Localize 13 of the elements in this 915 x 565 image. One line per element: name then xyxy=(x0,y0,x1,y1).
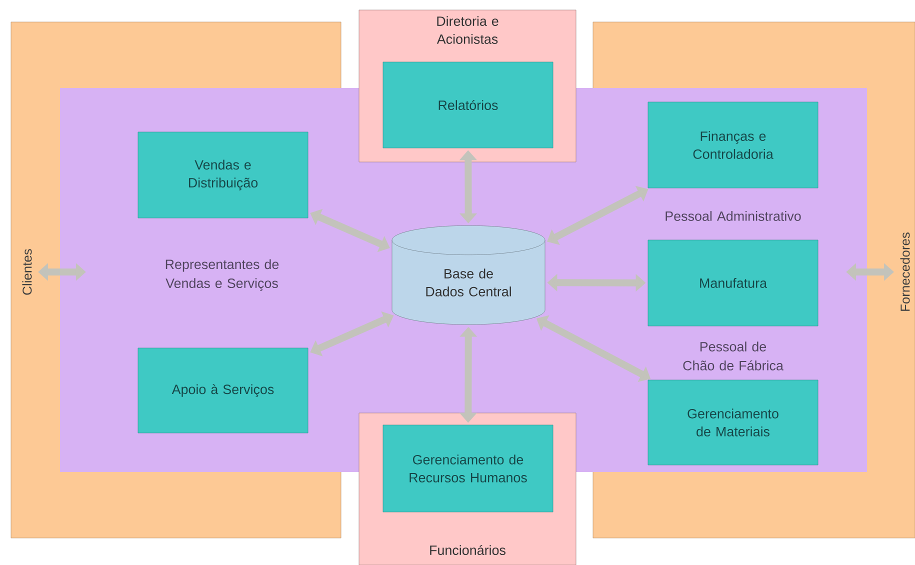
process-box: Vendas e Distribuição xyxy=(138,132,308,218)
process-box: Manufatura xyxy=(648,240,818,326)
database-cylinder: Base de Dados Central xyxy=(392,225,546,325)
group-label: Pessoal Administrativo xyxy=(666,211,801,221)
process-box: Apoio à Serviços xyxy=(138,348,308,434)
side-label: Clientes xyxy=(22,249,32,295)
process-box: Gerenciamento de Recursos Humanos xyxy=(382,424,554,512)
process-box: Finanças e Controladoria xyxy=(648,102,818,188)
process-box: Relatórios xyxy=(382,62,554,148)
process-box: Gerenciamento de Materiais xyxy=(648,380,818,466)
side-label: Fornecedores xyxy=(900,232,910,311)
group-label: Representantes de Vendas e Serviços xyxy=(166,259,279,291)
group-label: Pessoal de Chão de Fábrica xyxy=(683,342,784,370)
